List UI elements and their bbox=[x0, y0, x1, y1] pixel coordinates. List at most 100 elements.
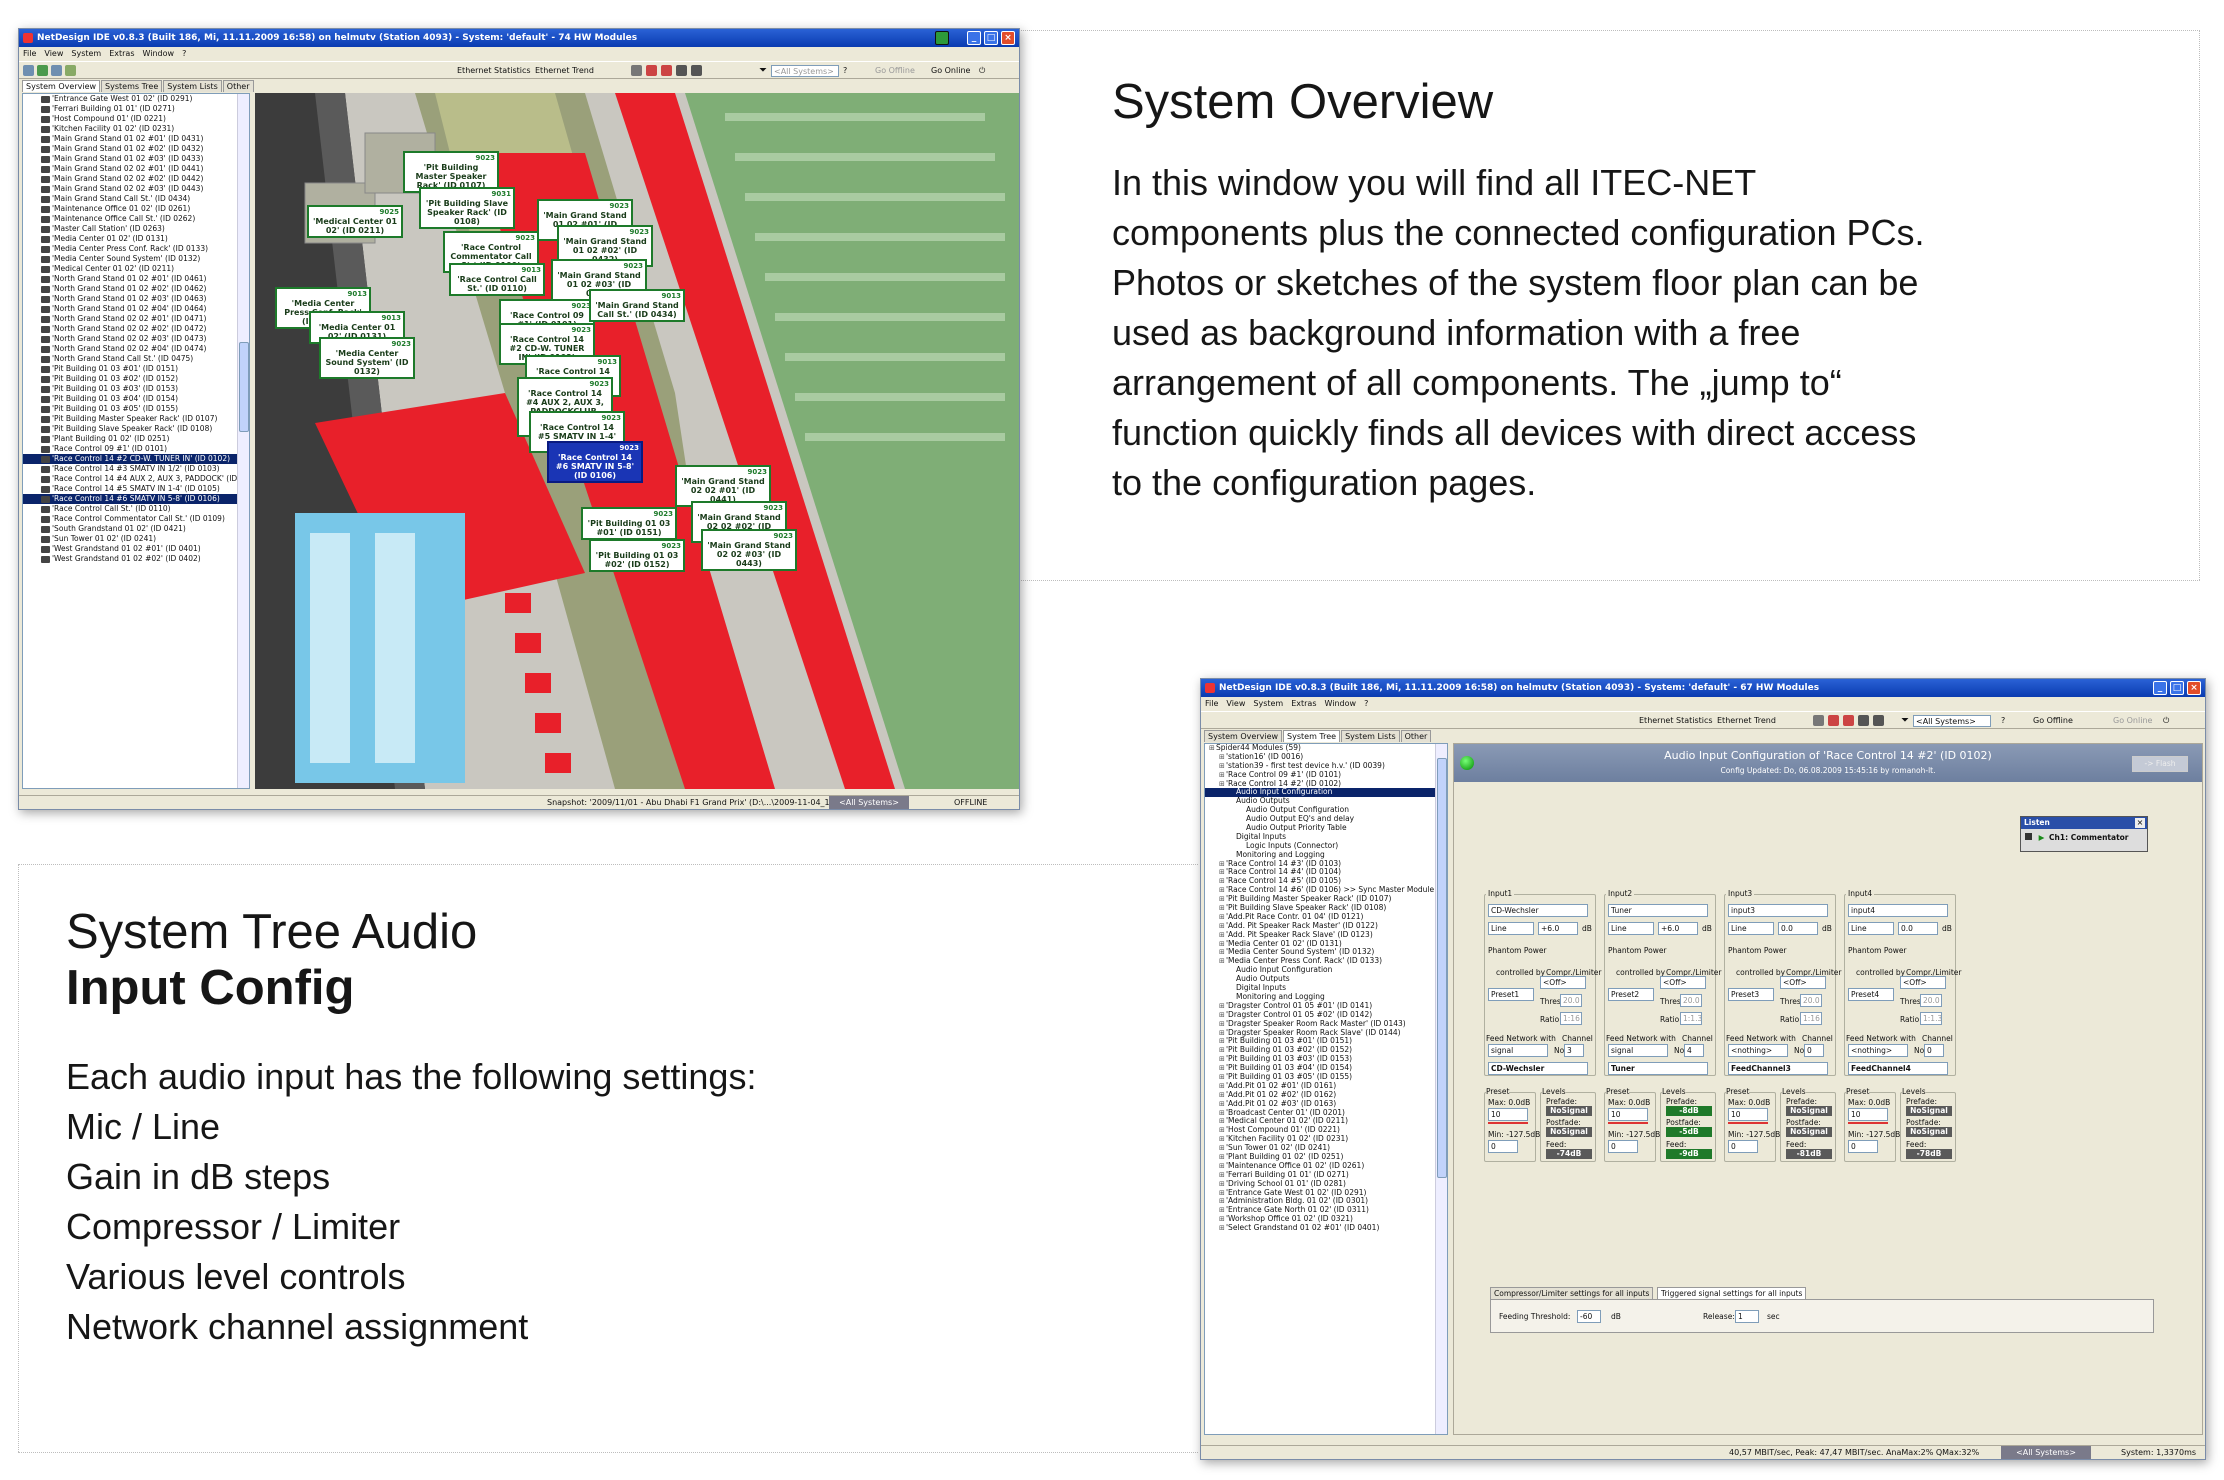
tree-item[interactable]: 'North Grand Stand 01 02 #04' (ID 0464) bbox=[23, 304, 249, 314]
expand-icon[interactable]: ⊞ bbox=[1219, 912, 1225, 921]
tree-item[interactable]: ⊞'station16' (ID 0016) bbox=[1205, 752, 1447, 762]
grid-icon[interactable] bbox=[23, 65, 34, 76]
compressor-select[interactable]: <Off> bbox=[1900, 976, 1946, 989]
tree-item[interactable]: ⊞'Media Center Sound System' (ID 0132) bbox=[1205, 948, 1447, 957]
feed-network-select[interactable]: signal bbox=[1488, 1044, 1548, 1057]
menu-item[interactable]: View bbox=[1226, 699, 1246, 708]
power-icon[interactable]: ⏻ bbox=[979, 66, 986, 75]
expand-icon[interactable]: ⊞ bbox=[1219, 1064, 1225, 1073]
expand-icon[interactable]: ⊞ bbox=[1219, 921, 1225, 930]
preset-min-input[interactable]: 0 bbox=[1848, 1140, 1878, 1153]
tree-item[interactable]: 'Master Call Station' (ID 0263) bbox=[23, 224, 249, 234]
device-label[interactable]: 9025'Medical Center 01 02' (ID 0211) bbox=[307, 205, 403, 238]
tree-item[interactable]: ⊞'Driving School 01 01' (ID 0281) bbox=[1205, 1179, 1447, 1189]
device-label[interactable]: 9013'Race Control Call St.' (ID 0110) bbox=[449, 263, 545, 296]
tree-item[interactable]: ⊞'Pit Building 01 03 #03' (ID 0153) bbox=[1205, 1054, 1447, 1064]
tree-item[interactable]: 'Race Control Call St.' (ID 0110) bbox=[23, 504, 249, 514]
tab-systems-tree[interactable]: Systems Tree bbox=[101, 80, 163, 92]
tree-item[interactable]: 'Plant Building 01 02' (ID 0251) bbox=[23, 434, 249, 444]
feed-name-field[interactable]: Tuner bbox=[1608, 1062, 1708, 1075]
tree-item[interactable]: 'Main Grand Stand 01 02 #02' (ID 0432) bbox=[23, 144, 249, 154]
tree-item[interactable]: 'Main Grand Stand 02 02 #03' (ID 0443) bbox=[23, 184, 249, 194]
ethernet-statistics-button[interactable]: Ethernet Statistics bbox=[457, 66, 531, 75]
tree-item[interactable]: 'Maintenance Office Call St.' (ID 0262) bbox=[23, 214, 249, 224]
channel-input[interactable]: 0 bbox=[1804, 1044, 1824, 1057]
tree-item[interactable]: 'Entrance Gate West 01 02' (ID 0291) bbox=[23, 94, 249, 104]
threshold-input[interactable]: 20.0 bbox=[1800, 994, 1822, 1007]
expand-icon[interactable]: ⊞ bbox=[1219, 1152, 1225, 1161]
tab-system-tree[interactable]: System Tree bbox=[1283, 730, 1341, 742]
tree-item[interactable]: Audio Output Configuration bbox=[1205, 805, 1447, 815]
input-name-field[interactable]: input4 bbox=[1848, 904, 1948, 917]
tree-scrollbar-thumb[interactable] bbox=[1437, 758, 1447, 1178]
tree-item[interactable]: Audio Input Configuration bbox=[1205, 788, 1447, 798]
expand-icon[interactable]: ⊞ bbox=[1219, 957, 1225, 966]
tree-item[interactable]: 'Pit Building 01 03 #01' (ID 0151) bbox=[23, 364, 249, 374]
ratio-input[interactable]: 1:1.33 bbox=[1920, 1012, 1942, 1025]
compressor-select[interactable]: <Off> bbox=[1540, 976, 1586, 989]
tab-triggered-settings[interactable]: Triggered signal settings for all inputs bbox=[1657, 1287, 1807, 1299]
listen-close-icon[interactable]: × bbox=[2135, 818, 2145, 828]
tree-item[interactable]: ⊞'Add.Pit 01 02 #02' (ID 0162) bbox=[1205, 1090, 1447, 1100]
device-label[interactable]: 9031'Pit Building Slave Speaker Rack' (I… bbox=[419, 187, 515, 229]
ethernet-statistics-button[interactable]: Ethernet Statistics bbox=[1639, 716, 1713, 725]
tree-item[interactable]: ⊞'Entrance Gate North 01 02' (ID 0311) bbox=[1205, 1205, 1447, 1215]
device-label[interactable]: 9023'Pit Building 01 03 #02' (ID 0152) bbox=[589, 539, 685, 572]
expand-icon[interactable]: ⊞ bbox=[1219, 1081, 1225, 1090]
device-label[interactable]: 9023'Main Grand Stand 02 02 #03' (ID 044… bbox=[701, 529, 797, 571]
listen-row[interactable]: ▶ Ch1: Commentator bbox=[2021, 829, 2147, 846]
stop-icon[interactable] bbox=[676, 65, 687, 76]
tree-item[interactable]: 'Pit Building 01 03 #05' (ID 0155) bbox=[23, 404, 249, 414]
compressor-select[interactable]: <Off> bbox=[1660, 976, 1706, 989]
tree-scrollbar[interactable] bbox=[237, 94, 249, 788]
tab-other[interactable]: Other bbox=[1400, 730, 1432, 742]
tab-system-lists[interactable]: System Lists bbox=[163, 80, 222, 92]
device-icon[interactable] bbox=[1813, 715, 1824, 726]
tree-item[interactable]: ⊞'Dragster Control 01 05 #01' (ID 0141) bbox=[1205, 1001, 1447, 1011]
channel-input[interactable]: 3 bbox=[1564, 1044, 1584, 1057]
tree-item[interactable]: 'Race Control 14 #2 CD-W. TUNER IN' (ID … bbox=[23, 454, 249, 464]
expand-icon[interactable]: ⊞ bbox=[1219, 1019, 1225, 1028]
tree-item[interactable]: ⊞'Pit Building 01 03 #05' (ID 0155) bbox=[1205, 1072, 1447, 1082]
tab-system-overview[interactable]: System Overview bbox=[22, 80, 101, 92]
tree-item[interactable]: Audio Output Priority Table bbox=[1205, 823, 1447, 833]
device-label[interactable]: 9023'Pit Building Master Speaker Rack' (… bbox=[403, 151, 499, 193]
menu-item[interactable]: Extras bbox=[1291, 699, 1317, 708]
play-icon[interactable]: ▶ bbox=[2038, 833, 2045, 842]
refresh-icon[interactable] bbox=[37, 65, 48, 76]
ethernet-trend-button[interactable]: Ethernet Trend bbox=[1717, 716, 1776, 725]
tree-item[interactable]: 'Race Control 14 #5 SMATV IN 1-4' (ID 01… bbox=[23, 484, 249, 494]
input-name-field[interactable]: Tuner bbox=[1608, 904, 1708, 917]
tree-item[interactable]: 'North Grand Stand 02 02 #03' (ID 0473) bbox=[23, 334, 249, 344]
tree-item[interactable]: 'Ferrari Building 01 01' (ID 0271) bbox=[23, 104, 249, 114]
tree-item[interactable]: ⊞Spider44 Modules (59) bbox=[1205, 744, 1447, 753]
menu-item[interactable]: Extras bbox=[109, 49, 135, 58]
release-input[interactable]: 1 bbox=[1735, 1310, 1759, 1323]
filter-icon[interactable]: ⏷ bbox=[759, 65, 767, 76]
expand-icon[interactable]: ⊞ bbox=[1219, 895, 1225, 904]
input-type-select[interactable]: Line bbox=[1488, 922, 1534, 935]
tree-item[interactable]: ⊞'Host Compound 01' (ID 0221) bbox=[1205, 1125, 1447, 1135]
tree-item[interactable]: ⊞'Race Control 14 #3' (ID 0103) bbox=[1205, 859, 1447, 869]
filter-icon[interactable]: ⏷ bbox=[1901, 715, 1909, 726]
expand-icon[interactable]: ⊞ bbox=[1219, 1144, 1225, 1153]
threshold-input[interactable]: 20.0 bbox=[1920, 994, 1942, 1007]
tree-item[interactable]: 'Main Grand Stand 01 02 #01' (ID 0431) bbox=[23, 134, 249, 144]
minimize-icon[interactable]: _ bbox=[2153, 681, 2167, 695]
go-offline-button[interactable]: Go Offline bbox=[2033, 716, 2073, 725]
tree-item[interactable]: ⊞'Workshop Office 01 02' (ID 0321) bbox=[1205, 1214, 1447, 1224]
threshold-input[interactable]: 20.0 bbox=[1560, 994, 1582, 1007]
tree-item[interactable]: ⊞'Dragster Speaker Room Rack Slave' (ID … bbox=[1205, 1028, 1447, 1038]
preset-select[interactable]: Preset4 bbox=[1848, 988, 1894, 1001]
tree-item[interactable]: 'Media Center Press Conf. Rack' (ID 0133… bbox=[23, 244, 249, 254]
gain-input[interactable]: 0.0 bbox=[1778, 922, 1818, 935]
tree-item[interactable]: ⊞'Pit Building 01 03 #01' (ID 0151) bbox=[1205, 1036, 1447, 1046]
tree-item[interactable]: ⊞'Media Center 01 02' (ID 0131) bbox=[1205, 939, 1447, 949]
tree-item[interactable]: ⊞'Race Control 14 #6' (ID 0106) >> Sync … bbox=[1205, 885, 1447, 895]
alert-icon[interactable] bbox=[646, 65, 657, 76]
help-icon[interactable]: ? bbox=[2001, 716, 2006, 725]
preset-min-input[interactable]: 0 bbox=[1488, 1140, 1518, 1153]
preset-level-input[interactable]: 10 bbox=[1608, 1108, 1648, 1121]
tree-item[interactable]: 'Media Center 01 02' (ID 0131) bbox=[23, 234, 249, 244]
tree-item[interactable]: 'West Grandstand 01 02 #01' (ID 0401) bbox=[23, 544, 249, 554]
